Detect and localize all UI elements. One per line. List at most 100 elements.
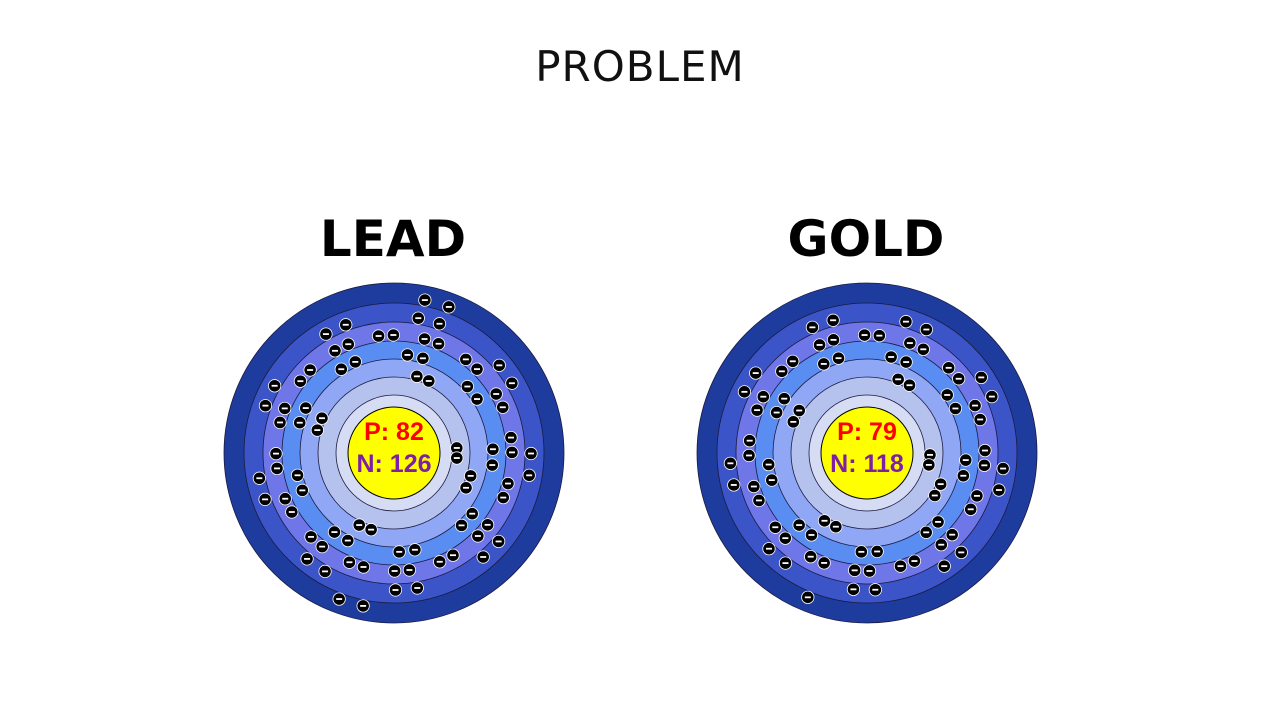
gold-electron-shell3-12 (831, 351, 846, 365)
lead-electron-shell4-4 (388, 564, 402, 578)
gold-electron-shell3-5 (804, 528, 819, 542)
gold-electron-shell4-8 (768, 520, 782, 534)
lead-electron-shell4-26 (496, 400, 510, 414)
lead-electron-shell3-16 (470, 392, 484, 406)
gold-electron-shell4-9 (752, 493, 766, 508)
lead-electron-shell1-2 (450, 451, 464, 465)
lead-electron-shell4-8 (304, 530, 318, 544)
gold-electron-shell2-8 (902, 378, 917, 392)
gold-electron-shell3-9 (770, 405, 784, 420)
gold-electron-shell5-10 (826, 313, 840, 327)
gold-electron-shell4-22 (916, 342, 930, 356)
lead-electron-shell5-2 (388, 583, 403, 597)
gold-electron-shell5-1 (868, 583, 882, 597)
gold-electron-shell3-10 (777, 392, 791, 406)
lead-electron-shell5-15 (524, 446, 538, 461)
gold-electron-shell5-2 (846, 582, 861, 596)
gold-electron-shell5-14 (985, 389, 999, 404)
gold-electron-shell5-3 (778, 556, 793, 570)
gold-electron-shell3-6 (792, 518, 806, 532)
lead-electron-shell3-17 (486, 442, 500, 456)
lead-electron-shell4-28 (505, 445, 519, 459)
lead-nucleus (347, 406, 441, 500)
lead-electron-shell3-9 (293, 416, 307, 430)
gold-electron-shell4-16 (786, 354, 800, 368)
gold-electron-shell4-2 (893, 559, 908, 573)
gold-electron-shell3-2 (919, 525, 933, 539)
lead-electron-shell4-13 (273, 415, 287, 430)
gold-electron-shell5-8 (749, 366, 763, 380)
lead-electron-shell4-6 (342, 555, 357, 569)
gold-electron-shell5-17 (954, 545, 968, 560)
gold-electron-shell3-1 (931, 515, 945, 529)
lead-electron-shell5-7 (258, 399, 273, 413)
lead-electron-shell4-23 (459, 352, 473, 366)
lead-electron-shell5-10 (339, 318, 353, 332)
gold-electron-shell4-28 (977, 458, 991, 472)
gold-electron-shell2-6 (792, 403, 806, 418)
gold-electron-shell5-9 (805, 320, 820, 334)
lead-electron-shell5-1 (410, 581, 424, 595)
lead-electron-shell4-9 (285, 505, 299, 519)
gold-electron-shell5-11 (899, 315, 913, 329)
gold-electron-shell4-14 (756, 390, 770, 404)
lead-electron-shell2-5 (310, 423, 324, 437)
lead-electron-shell4-14 (278, 401, 292, 416)
gold-atom-diagram: P: 79 N: 118 (696, 282, 1038, 624)
lead-electron-shell2-6 (315, 411, 329, 425)
lead-electron-shell5-6 (252, 471, 266, 485)
lead-electron-shell5-5 (258, 492, 272, 506)
gold-electron-shell2-1 (934, 477, 948, 491)
gold-electron-shell5-5 (727, 478, 741, 492)
lead-electron-shell4-12 (269, 447, 283, 461)
gold-electron-shell4-26 (973, 412, 987, 427)
lead-electron-shell5-17 (492, 534, 506, 549)
lead-electron-shell5-11 (411, 311, 425, 325)
gold-electron-shell5-16 (992, 483, 1006, 497)
lead-electron-shell3-18 (485, 458, 499, 472)
gold-nucleus (820, 406, 914, 500)
gold-proton-count: P: 79 (837, 418, 897, 446)
lead-electron-shell4-22 (431, 337, 446, 351)
gold-electron-shell4-30 (964, 502, 978, 516)
lead-electron-shell3-14 (416, 351, 430, 365)
lead-electron-shell5-8 (268, 379, 282, 393)
lead-electron-shell4-27 (504, 430, 518, 445)
lead-electron-shell5-9 (319, 327, 333, 341)
lead-electron-shell4-29 (501, 476, 515, 491)
lead-electron-shell4-19 (371, 329, 386, 343)
lead-electron-shell3-7 (295, 483, 309, 497)
gold-electron-shell5-18 (937, 559, 951, 573)
lead-electron-shell3-10 (299, 401, 313, 415)
lead-atom-diagram: P: 82 N: 126 (223, 282, 565, 624)
lead-label: LEAD (319, 210, 467, 268)
gold-electron-shell2-2 (928, 488, 942, 503)
gold-label: GOLD (787, 210, 945, 268)
lead-electron-shell5-13 (492, 358, 506, 372)
gold-electron-shell5-15 (996, 461, 1010, 476)
gold-electron-shell3-14 (899, 355, 913, 369)
gold-electron-shell3-11 (817, 357, 831, 371)
lead-electron-shell5-12 (432, 317, 447, 331)
gold-electron-shell4-32 (934, 538, 948, 552)
lead-electron-shell4-11 (270, 461, 284, 476)
lead-electron-shell3-1 (465, 507, 479, 521)
lead-electron-shell3-6 (327, 525, 342, 539)
gold-electron-shell5-4 (762, 542, 776, 556)
lead-electron-shell4-2 (433, 555, 447, 569)
lead-electron-shell5-14 (505, 376, 519, 390)
gold-electrons (723, 313, 1010, 604)
lead-electron-shell4-3 (402, 563, 417, 577)
lead-electron-shell4-17 (328, 344, 342, 358)
gold-electron-shell2-3 (829, 520, 843, 534)
gold-electron-shell3-8 (762, 457, 776, 472)
gold-electron-shell4-7 (778, 531, 792, 545)
lead-electron-shell3-5 (341, 533, 355, 548)
lead-electron-shell4-30 (496, 490, 510, 505)
lead-electron-shell4-31 (481, 518, 495, 532)
lead-electron-shell4-20 (386, 328, 400, 342)
gold-electron-shell4-25 (968, 398, 982, 413)
gold-electron-shell4-31 (945, 528, 959, 542)
lead-electron-shell4-7 (315, 540, 329, 554)
gold-electron-shell4-10 (747, 479, 761, 494)
